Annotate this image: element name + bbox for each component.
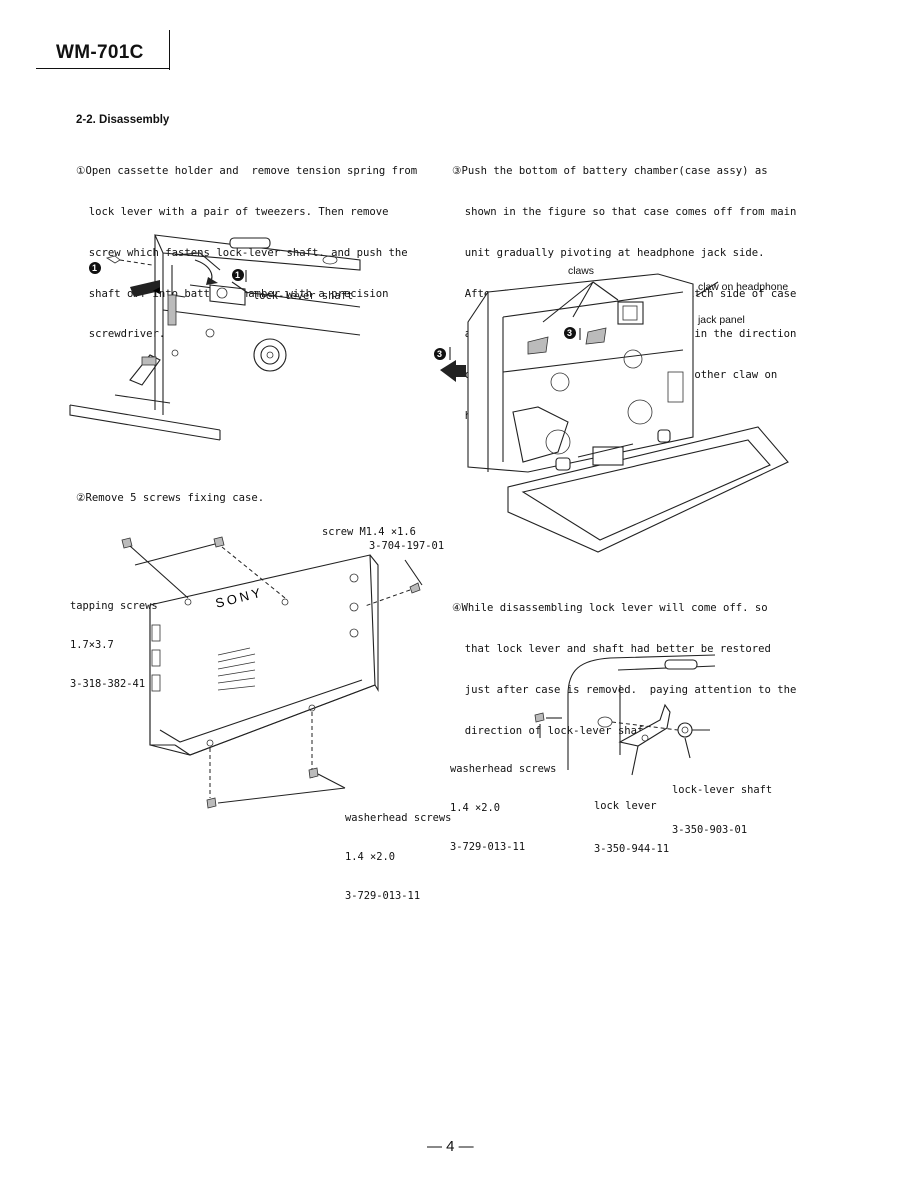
washer4-size: 1.4 ×2.0: [450, 802, 501, 814]
svg-text:1: 1: [92, 263, 97, 273]
figure-2-case-screws: SONY: [121, 536, 423, 809]
claw-jack-line2: jack panel: [698, 315, 745, 326]
callout-lock-lever-shaft: lock-lever shaft: [253, 290, 354, 302]
svg-text:1: 1: [235, 270, 240, 280]
figure-3-case-removal: 3 3: [434, 273, 789, 553]
label-screw-part: 3-704-197-01: [369, 540, 445, 552]
label-screw-m14: screw M1.4 ×1.6: [322, 526, 416, 538]
label-lock-lever-shaft: lock-lever shaft 3-350-903-01: [672, 758, 772, 850]
step3-line: shown in the figure so that case comes o…: [452, 205, 797, 218]
page-number: — 4 —: [427, 1138, 474, 1155]
label-tapping-screws: tapping screws 1.7×3.7 3-318-382-41: [70, 574, 158, 704]
tapping-size: 1.7×3.7: [70, 639, 114, 651]
tapping-name: tapping screws: [70, 600, 158, 612]
washer4-name: washerhead screws: [450, 763, 557, 775]
svg-text:3: 3: [567, 328, 572, 338]
step1-line: screwdriver.: [76, 328, 166, 341]
step4-text: ④While disassembling lock lever will com…: [452, 575, 796, 752]
label-washerhead-fig4: washerhead screws 1.4 ×2.0 3-729-013-11: [450, 737, 556, 867]
tapping-part: 3-318-382-41: [70, 678, 146, 690]
header-divider: [169, 30, 170, 70]
label-washerhead-fig2: washerhead screws 1.4 ×2.0 3-729-013-11: [345, 786, 451, 916]
step1-line: ①Open cassette holder and remove tension…: [76, 165, 418, 178]
svg-text:◀: ◀: [153, 285, 160, 295]
step3-line: ③Push the bottom of battery chamber(case…: [452, 165, 768, 178]
step4-line: that lock lever and shaft had better be …: [452, 642, 771, 655]
label-claw-headphone: claw on headphone jack panel: [698, 260, 788, 337]
shaft-part: 3-350-903-01: [672, 824, 748, 836]
svg-text:3: 3: [437, 349, 442, 359]
section-title: 2-2. Disassembly: [76, 114, 170, 126]
figure-4-lock-lever-detail: [534, 654, 716, 776]
shaft-name: lock-lever shaft: [672, 784, 773, 796]
header-rule: [36, 68, 170, 69]
washer4-part: 3-729-013-11: [450, 841, 526, 853]
washer2-name: washerhead screws: [345, 812, 452, 824]
step4-line: just after case is removed. paying atten…: [452, 683, 797, 696]
step1-line: lock lever with a pair of tweezers. Then…: [76, 205, 389, 218]
lock-lever-part: 3-350-944-11: [594, 843, 670, 855]
label-lock-lever: lock lever 3-350-944-11: [594, 774, 669, 869]
washer2-part: 3-729-013-11: [345, 890, 421, 902]
label-claws: claws: [568, 266, 594, 277]
step4-line: ④While disassembling lock lever will com…: [452, 602, 768, 615]
step3-line: unit gradually pivoting at headphone jac…: [452, 246, 765, 259]
lock-lever-name: lock lever: [594, 800, 657, 812]
washer2-size: 1.4 ×2.0: [345, 851, 396, 863]
step2-text: ②Remove 5 screws fixing case.: [76, 492, 265, 504]
model-number: WM-701C: [56, 42, 144, 63]
figure-1-lock-lever: ◀ 1 1: [69, 234, 361, 441]
step1-line: screw which fastens lock-lever shaft. an…: [76, 246, 408, 259]
claw-jack-line1: claw on headphone: [698, 282, 789, 293]
